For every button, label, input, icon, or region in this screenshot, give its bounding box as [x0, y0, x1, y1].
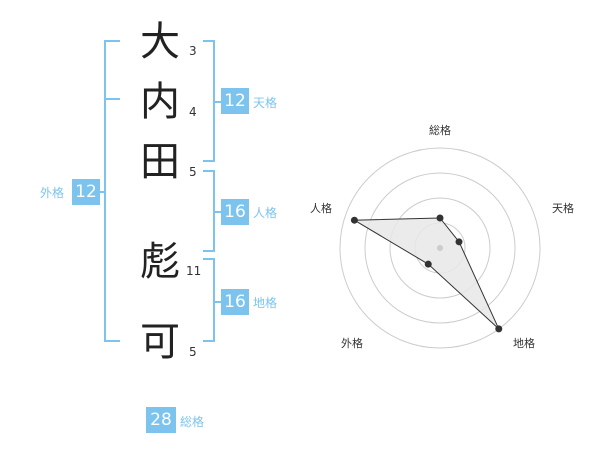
- radar-ring: [339, 147, 541, 349]
- name-char-2: 内: [140, 79, 180, 125]
- chikaku-bracket: [203, 258, 215, 342]
- gaikaku-badge: 12: [72, 179, 100, 205]
- stroke-count-5: 5: [189, 345, 197, 359]
- radar-center: [437, 245, 443, 251]
- jinkaku-badge: 16: [221, 199, 249, 225]
- radar-ring: [389, 197, 491, 299]
- name-char-4: 彪: [140, 239, 180, 285]
- chikaku-label: 地格: [253, 296, 278, 310]
- stroke-count-3: 5: [189, 165, 197, 179]
- tenkaku-label: 天格: [253, 96, 278, 110]
- radar-point-4: [424, 260, 432, 268]
- stroke-count-4: 11: [186, 264, 202, 278]
- tenkaku-connector: [213, 101, 223, 103]
- radar-point-1: [436, 214, 444, 222]
- soukaku-badge: 28: [146, 407, 176, 433]
- stroke-count-1: 3: [189, 44, 197, 58]
- chikaku-connector: [213, 301, 223, 303]
- name-char-1: 大: [140, 19, 180, 65]
- radar-point-3: [495, 325, 503, 333]
- radar-label-gaikaku: 外格: [341, 336, 363, 350]
- gaikaku-connector: [96, 191, 106, 193]
- bracket-tick: [106, 98, 120, 100]
- radar-label-tenkaku: 天格: [552, 201, 574, 215]
- radar-polygon: [352, 217, 500, 330]
- name-char-5: 可: [140, 319, 180, 365]
- radar-point-2: [455, 238, 463, 246]
- chikaku-badge: 16: [221, 289, 249, 315]
- radar-label-soukaku: 総格: [429, 123, 451, 137]
- soukaku-label: 総格: [180, 415, 205, 429]
- radar-point-5: [350, 216, 358, 224]
- tenkaku-badge: 12: [221, 88, 249, 114]
- stroke-count-2: 4: [189, 105, 197, 119]
- radar-label-chikaku: 地格: [513, 336, 535, 350]
- radar-label-jinkaku: 人格: [310, 201, 332, 215]
- name-char-3: 田: [140, 139, 180, 185]
- gaikaku-label: 外格: [40, 186, 65, 200]
- radar-ring: [364, 172, 516, 324]
- jinkaku-label: 人格: [253, 206, 278, 220]
- jinkaku-connector: [213, 211, 223, 213]
